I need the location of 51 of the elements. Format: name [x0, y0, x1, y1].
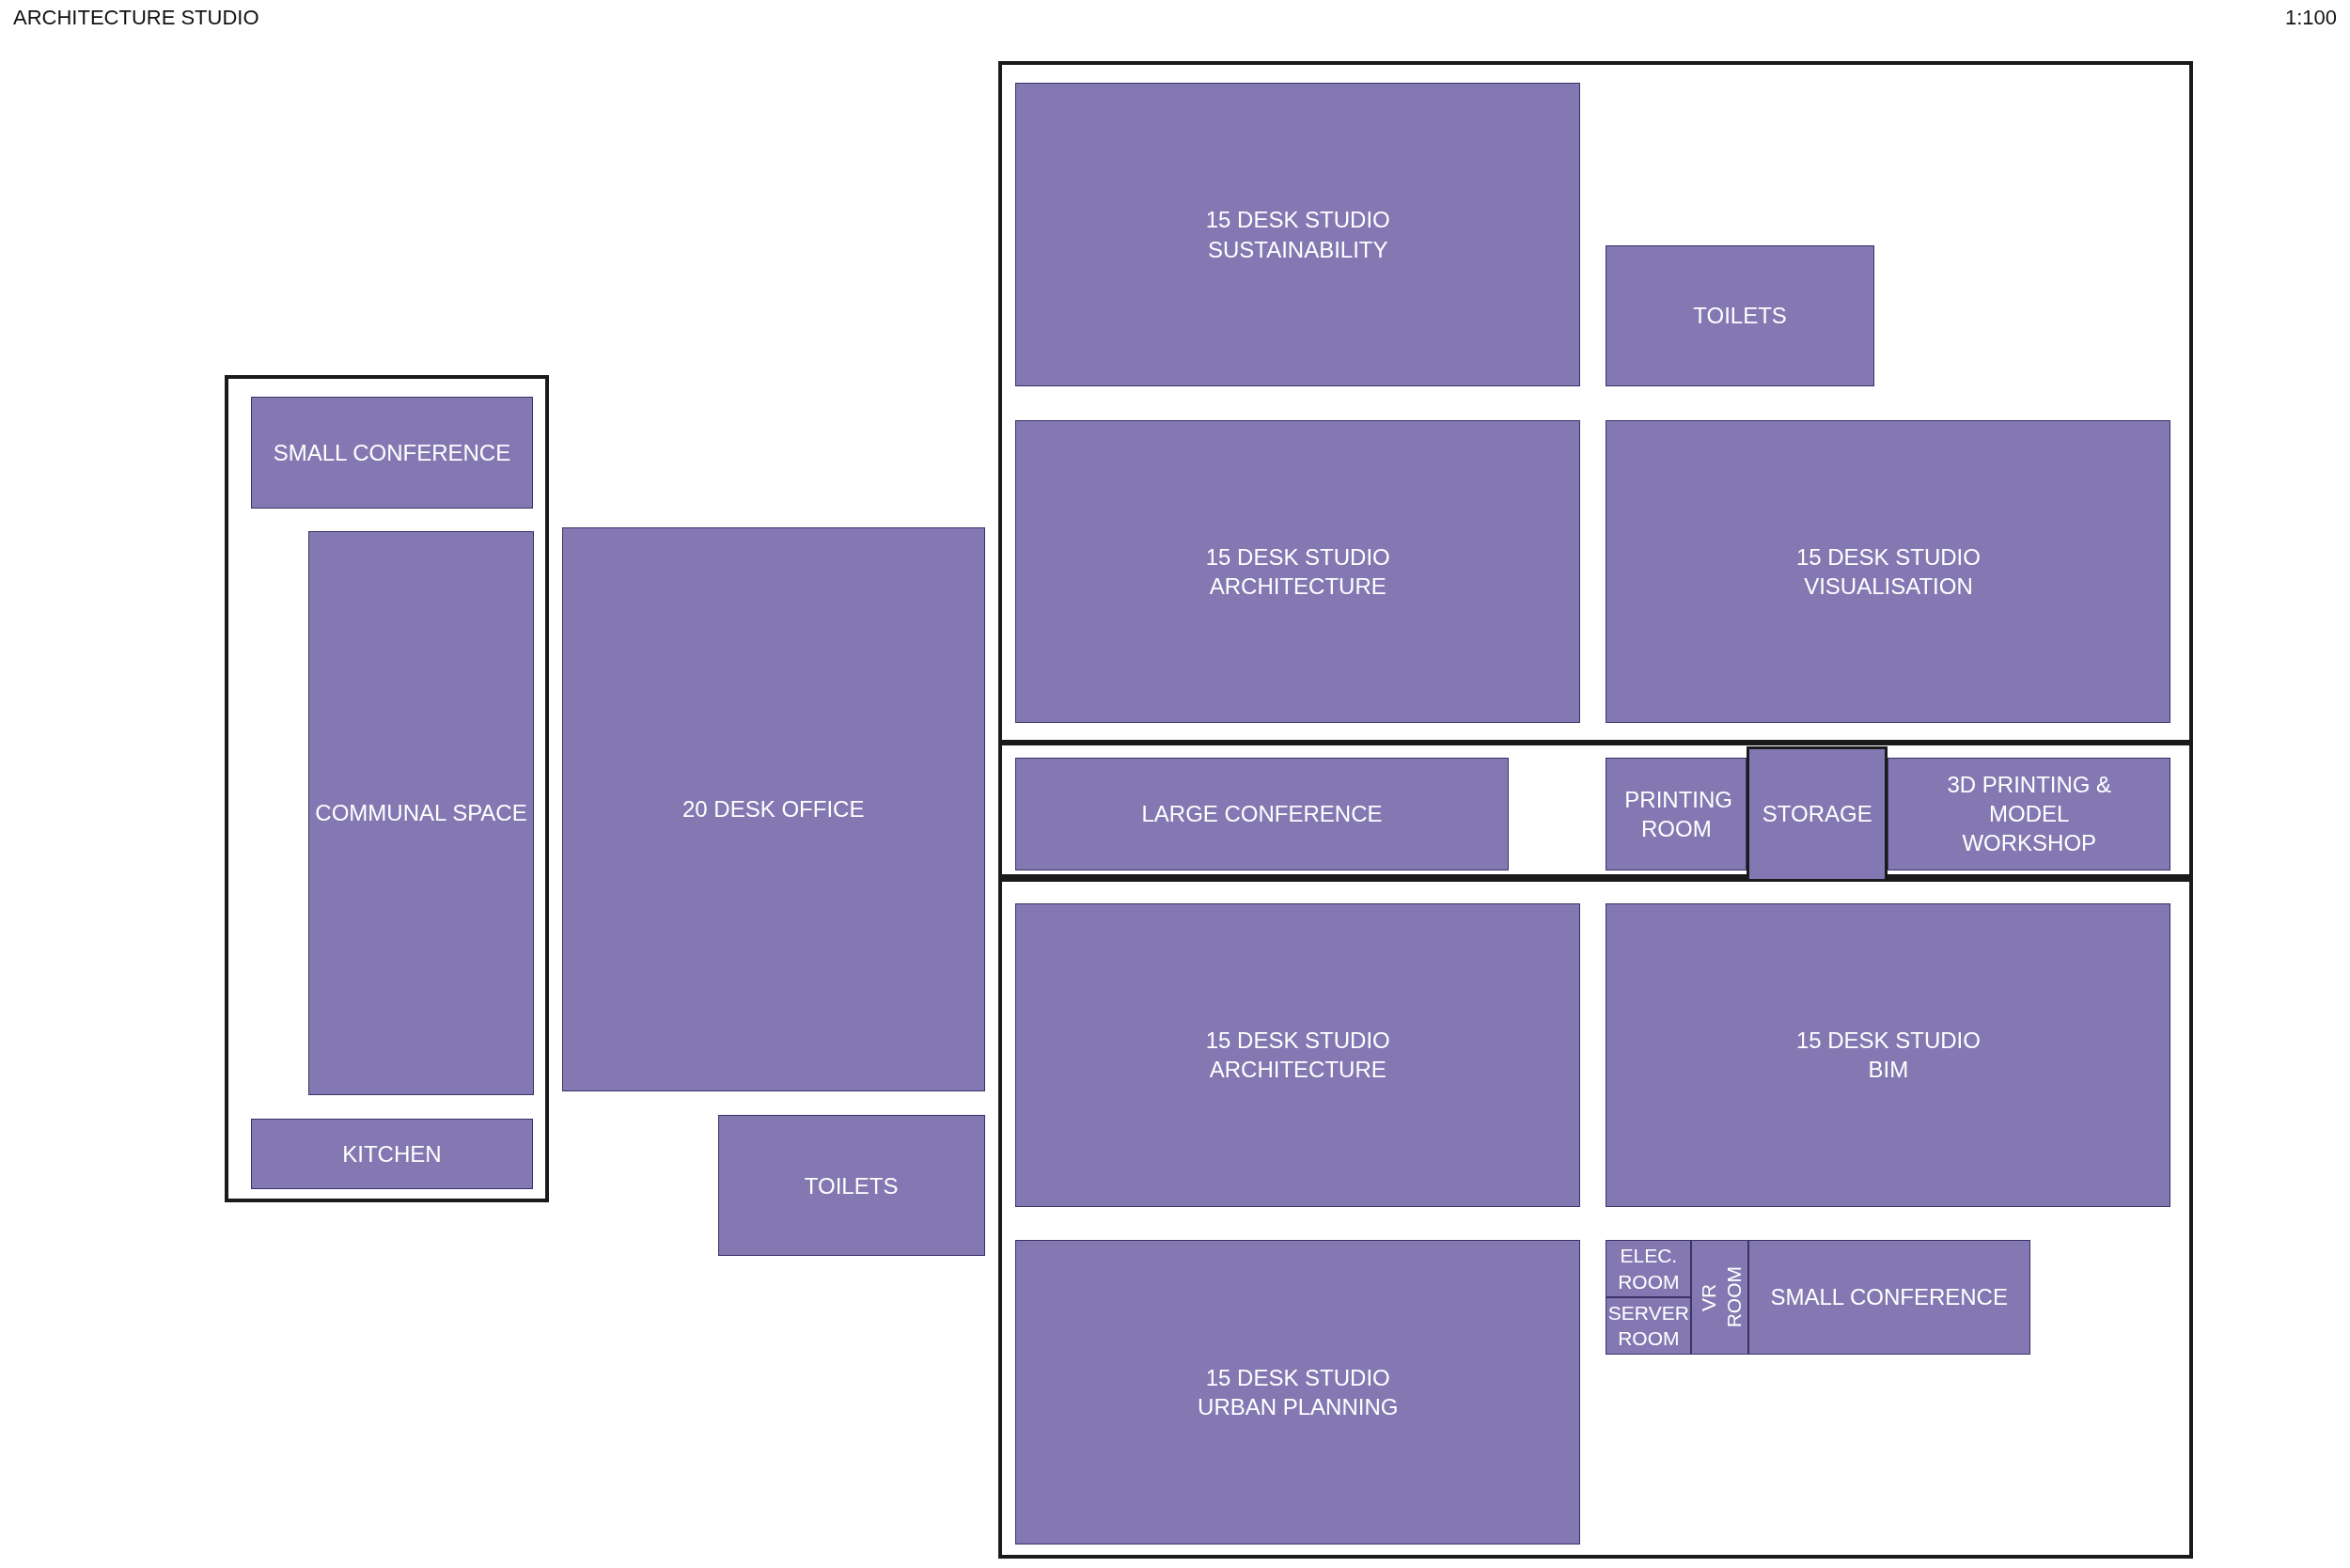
- room-label: TOILETS: [1693, 302, 1787, 330]
- room-box: [1888, 757, 2171, 870]
- room-box: [251, 396, 533, 510]
- room-box: [717, 1115, 985, 1257]
- room-box: [1691, 1240, 1748, 1355]
- room-label: TOILETS: [804, 1171, 899, 1200]
- room-box: [1606, 757, 1747, 870]
- room-label: VISUALISATION: [1804, 572, 1973, 602]
- room-label: STORAGE: [1762, 800, 1872, 829]
- room-label: LARGE CONFERENCE: [1141, 800, 1383, 829]
- room-box: [1606, 244, 1874, 386]
- room-label: ELEC. ROOM: [1617, 1244, 1681, 1294]
- room-box: [561, 527, 985, 1091]
- room-label: BIM: [1868, 1056, 1909, 1085]
- room-box: [1015, 83, 1581, 386]
- room-box: [307, 531, 535, 1095]
- room-label: PRINTING ROOM: [1624, 785, 1729, 843]
- room-label: ARCHITECTURE: [1209, 572, 1386, 602]
- room-label: 15 DESK STUDIO: [1205, 206, 1390, 235]
- room-box: [1015, 902, 1581, 1208]
- scale-label: 1:100: [2284, 6, 2337, 30]
- zone-outline: [997, 878, 2193, 1560]
- room-box: [1015, 420, 1581, 724]
- room-label: KITCHEN: [342, 1140, 442, 1169]
- room-label: 20 DESK OFFICE: [682, 795, 865, 824]
- room-box: [1015, 1240, 1581, 1544]
- zone-outline: [997, 742, 2193, 879]
- room-box: [251, 1119, 533, 1190]
- room-label: 15 DESK STUDIO: [1205, 1364, 1390, 1392]
- room-label: ARCHITECTURE: [1209, 1056, 1386, 1085]
- room-box: [1747, 1240, 2030, 1355]
- room-box: [1747, 746, 1888, 882]
- room-box: [1606, 420, 2171, 724]
- room-label: SMALL CONFERENCE: [1770, 1283, 2008, 1312]
- room-label: 3D PRINTING & MODEL WORKSHOP: [1946, 770, 2113, 858]
- room-label: SUSTAINABILITY: [1207, 235, 1388, 264]
- room-label: VR ROOM: [1696, 1267, 1746, 1328]
- zone-outline: [997, 61, 2193, 744]
- room-label: 15 DESK STUDIO: [1205, 1027, 1390, 1056]
- room-box: [1606, 902, 2171, 1208]
- room-label: URBAN PLANNING: [1198, 1393, 1399, 1422]
- room-label: 15 DESK STUDIO: [1795, 1027, 1981, 1056]
- room-label: SERVER ROOM: [1606, 1300, 1690, 1352]
- room-box: [1015, 757, 1509, 870]
- room-label: 15 DESK STUDIO: [1205, 543, 1390, 572]
- room-label: SMALL CONFERENCE: [273, 438, 511, 467]
- room-label: 15 DESK STUDIO: [1795, 543, 1981, 572]
- room-box: [1606, 1240, 1692, 1297]
- drawing-title: ARCHITECTURE STUDIO: [13, 6, 259, 30]
- zone-outline: [225, 374, 549, 1202]
- room-label: COMMUNAL SPACE: [315, 799, 527, 828]
